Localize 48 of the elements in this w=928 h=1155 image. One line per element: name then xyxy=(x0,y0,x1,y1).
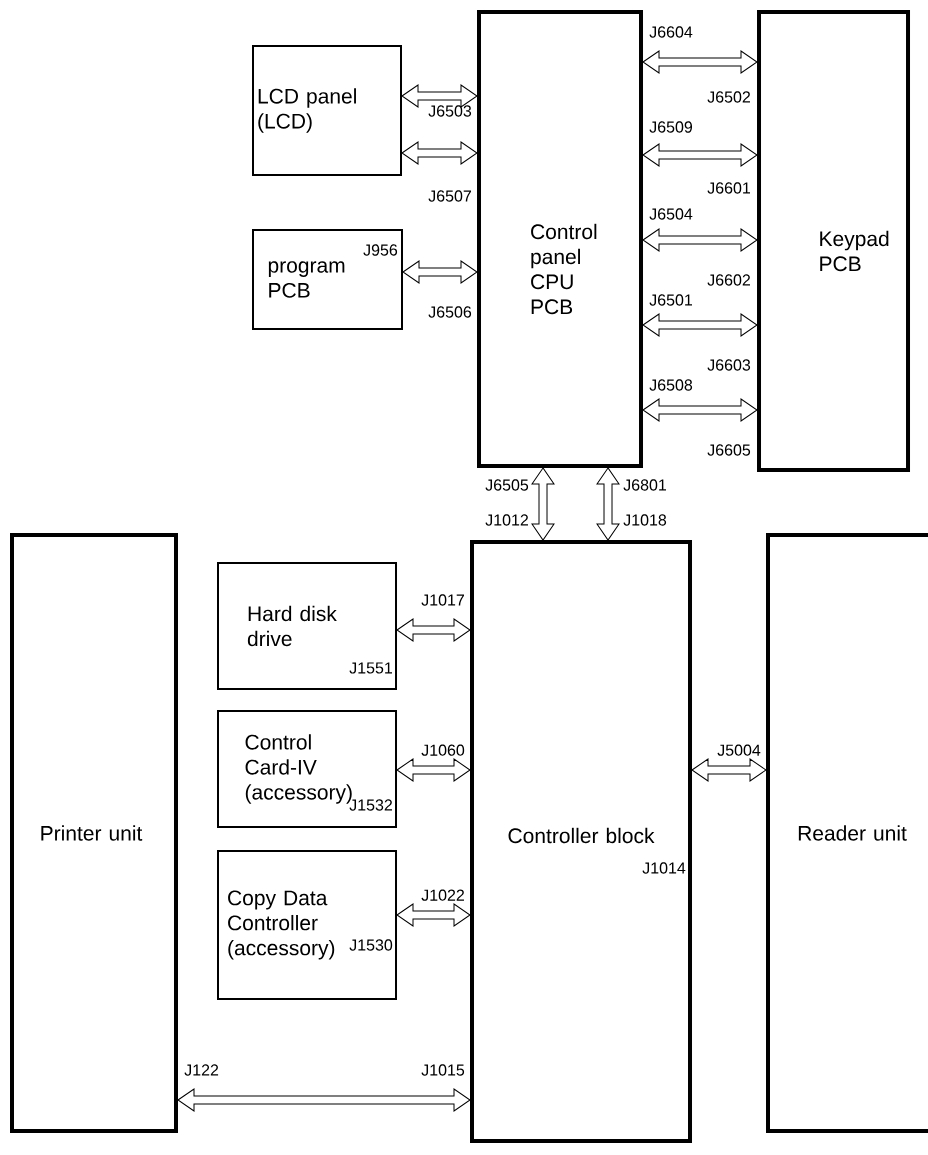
double-arrow xyxy=(531,467,555,541)
unit-box xyxy=(766,533,928,1133)
double-arrow xyxy=(642,228,758,252)
unit-box xyxy=(757,10,910,472)
module-box xyxy=(252,229,403,330)
connector-label: J1014 xyxy=(642,862,686,874)
connector-label: J1551 xyxy=(349,662,392,674)
box-label: LCD panel (LCD) xyxy=(258,88,356,133)
double-arrow xyxy=(396,758,471,782)
connector-label: J6507 xyxy=(428,190,471,202)
double-arrow xyxy=(396,618,471,642)
module-box xyxy=(217,710,397,828)
connector-label: J1060 xyxy=(421,744,465,756)
double-arrow xyxy=(642,313,758,337)
connector-label: J1022 xyxy=(421,889,464,901)
box-label: Printer unit xyxy=(41,825,143,841)
connector-label: J1012 xyxy=(485,514,528,526)
box-label: Hard disk drive xyxy=(247,605,337,647)
unit-box xyxy=(10,533,178,1133)
double-arrow xyxy=(596,467,620,541)
module-box xyxy=(252,45,402,176)
box-label: program PCB xyxy=(268,261,345,298)
connector-label: J6506 xyxy=(428,306,472,318)
double-arrow xyxy=(691,758,767,782)
connector-label: J1017 xyxy=(421,594,464,606)
module-box xyxy=(217,850,397,1000)
connector-label: J6503 xyxy=(428,105,472,117)
double-arrow xyxy=(177,1088,471,1112)
connector-label: J1530 xyxy=(349,939,393,951)
unit-box xyxy=(470,540,692,1143)
box-label: Control panel CPU PCB xyxy=(531,223,597,315)
box-label: Keypad PCB xyxy=(820,230,889,272)
box-label: Copy Data Controller (accessory) xyxy=(228,890,335,960)
connector-label: J5004 xyxy=(717,744,761,756)
double-arrow xyxy=(642,143,758,167)
double-arrow xyxy=(401,84,478,108)
double-arrow xyxy=(642,398,758,422)
connector-label: J1018 xyxy=(623,514,667,526)
double-arrow xyxy=(642,50,758,74)
double-arrow xyxy=(401,141,478,165)
box-label: Reader unit xyxy=(798,825,907,841)
module-box xyxy=(217,562,397,690)
double-arrow xyxy=(396,903,471,927)
box-label: Controller block xyxy=(508,827,655,844)
unit-box xyxy=(477,10,643,468)
connector-label: J956 xyxy=(363,244,398,256)
double-arrow xyxy=(402,260,478,284)
connector-label: J6801 xyxy=(623,479,666,491)
